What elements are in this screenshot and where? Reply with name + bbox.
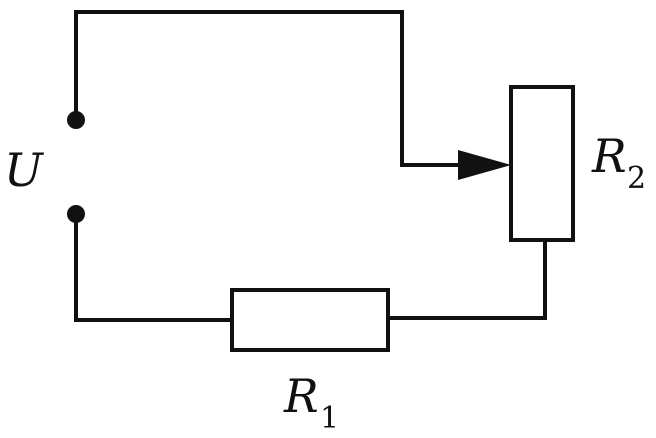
resistor-r2 xyxy=(509,85,575,242)
label-r2-main: R xyxy=(591,129,627,183)
wire-bottom-left xyxy=(74,213,234,322)
label-r2: R 2 xyxy=(591,129,646,196)
slider-arrow-icon xyxy=(458,150,511,180)
terminal-bottom-icon xyxy=(67,205,85,223)
wire-bottom-right xyxy=(386,238,547,320)
resistor-r1 xyxy=(230,288,390,352)
label-r1-main: R xyxy=(283,369,319,423)
label-r1-subscript: 1 xyxy=(320,401,339,436)
wire-top xyxy=(74,10,464,167)
label-r1: R 1 xyxy=(283,369,339,436)
label-r2-subscript: 2 xyxy=(627,161,646,196)
label-voltage: U xyxy=(4,143,45,197)
terminal-top-icon xyxy=(67,111,85,129)
